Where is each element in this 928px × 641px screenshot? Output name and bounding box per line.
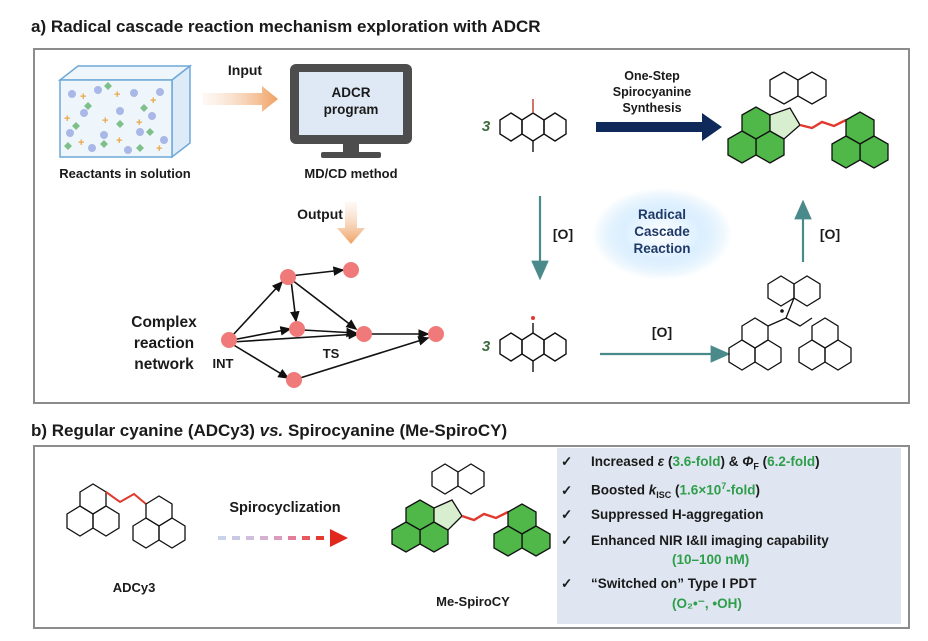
monitor-icon <box>290 64 412 158</box>
int-label: INT <box>212 356 234 371</box>
ts-label: TS <box>322 346 340 361</box>
spirocyclization-label: Spirocyclization <box>229 500 341 516</box>
panel-a <box>33 48 910 404</box>
svg-text:+: + <box>78 137 84 149</box>
check-item-4-detail: (10–100 nM) <box>672 552 750 567</box>
oxidant-right: [O] <box>819 226 841 242</box>
check-icon: ✓ <box>561 507 573 522</box>
cascade-glow <box>592 188 732 280</box>
check-icon: ✓ <box>561 533 573 548</box>
check-item-5: ✓“Switched on” Type I PDT <box>561 576 757 591</box>
monitor-text: ADCR program <box>323 85 379 117</box>
me-spirocy-label: Me-SpiroCY <box>436 594 510 609</box>
check-icon: ✓ <box>561 482 573 498</box>
oxidant-left: [O] <box>552 226 574 242</box>
cascade-label: Radical Cascade Reaction <box>633 207 691 256</box>
spirocyclization-arrow <box>218 529 348 547</box>
check-item-4: ✓Enhanced NIR I&II imaging capability <box>561 533 829 548</box>
adcy3-molecule <box>66 483 186 549</box>
svg-text:+: + <box>114 89 120 101</box>
synthesis-arrow <box>596 113 722 141</box>
check-item-2: ✓Boosted kISC (1.6×107-fold) <box>561 481 760 501</box>
section-b-heading: b) Regular cyanine (ADCy3) vs. Spirocyan… <box>31 421 508 440</box>
section-a-heading: a) Radical cascade reaction mechanism ex… <box>31 17 541 36</box>
spirocyanine-product <box>727 71 889 169</box>
svg-text:+: + <box>102 115 108 127</box>
output-arrow <box>337 202 365 244</box>
oxidant-bottom: [O] <box>651 324 673 340</box>
check-item-3: ✓Suppressed H-aggregation <box>561 507 764 522</box>
check-icon: ✓ <box>561 576 573 591</box>
me-spirocy-molecule <box>391 463 551 557</box>
check-icon: ✓ <box>561 454 573 469</box>
input-arrow <box>203 86 278 112</box>
synthesis-label: One-Step Spirocyanine Synthesis <box>612 69 692 115</box>
svg-text:+: + <box>80 91 86 103</box>
intermediate-molecule <box>728 275 852 371</box>
svg-text:+: + <box>150 95 156 107</box>
acridinium-top <box>499 99 567 152</box>
stoich-top: 3 <box>481 118 491 135</box>
svg-text:+: + <box>116 135 122 147</box>
reactants-label: Reactants in solution <box>59 166 191 181</box>
network-nodes <box>221 262 444 388</box>
stoich-bottom: 3 <box>481 338 491 355</box>
check-item-5-detail: (O₂•⁻, •OH) <box>672 596 742 611</box>
panel-b <box>33 445 910 629</box>
svg-text:+: + <box>136 117 142 129</box>
network-title: Complex reaction network <box>131 314 197 373</box>
reaction-network <box>231 266 430 379</box>
check-item-1: ✓Increased ε (3.6-fold) & ΦF (6.2-fold) <box>561 454 820 472</box>
svg-text:+: + <box>64 113 70 125</box>
input-label: Input <box>227 62 263 78</box>
acridine-radical <box>499 316 567 372</box>
output-label: Output <box>297 206 343 222</box>
method-label: MD/CD method <box>304 166 398 181</box>
adcy3-label: ADCy3 <box>112 580 156 595</box>
svg-text:+: + <box>156 143 162 155</box>
benefits-box <box>557 448 901 624</box>
reactant-box: + + + + + + + + + <box>57 64 193 159</box>
